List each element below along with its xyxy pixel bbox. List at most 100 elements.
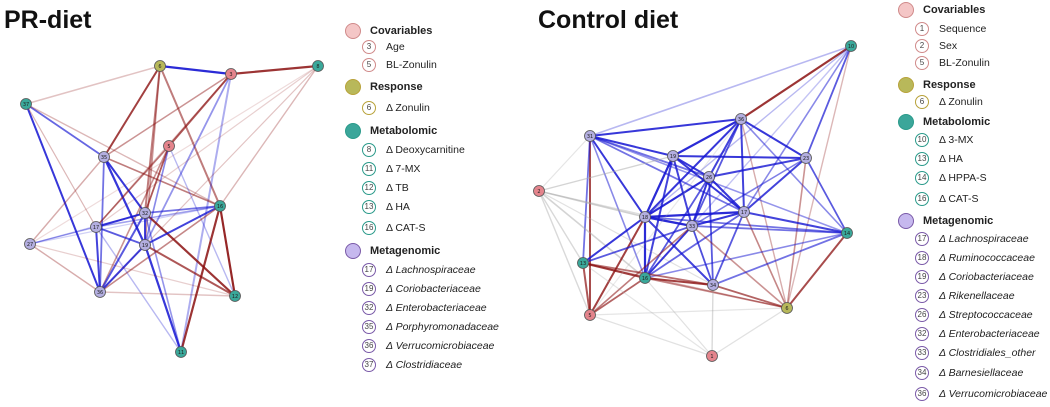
network-edge <box>740 118 788 309</box>
legend-item-number: 13 <box>915 152 929 166</box>
legend-item-label: Δ 3-MX <box>939 134 974 146</box>
network-edge <box>218 204 237 298</box>
network-node-19 <box>667 150 679 162</box>
network-node-16 <box>639 272 651 284</box>
network-edge <box>691 211 745 227</box>
network-edge <box>691 45 852 227</box>
network-edge <box>29 226 97 245</box>
network-edge <box>99 244 146 293</box>
legend-item-number: 19 <box>362 282 376 296</box>
legend-item-label: Δ Enterobacteriaceae <box>386 302 487 314</box>
network-edge <box>739 44 853 121</box>
network-edge <box>538 155 674 192</box>
network-edge <box>712 284 788 309</box>
network-edge <box>538 190 584 264</box>
left-panel-title: PR-diet <box>4 6 92 34</box>
legend-item-label: Δ Streptococcaceae <box>939 309 1033 321</box>
network-edge <box>743 157 807 213</box>
network-edge <box>144 145 170 214</box>
legend-item-number: 10 <box>915 133 929 147</box>
network-edge <box>589 135 646 218</box>
network-edge <box>538 135 591 192</box>
network-node-6 <box>154 60 166 72</box>
network-edge <box>672 155 807 159</box>
network-edge <box>589 45 852 137</box>
network-node-label: 33 <box>689 224 695 230</box>
network-node-8 <box>312 60 324 72</box>
network-edge <box>691 225 714 286</box>
legend-group-response: Response <box>898 77 976 93</box>
network-node-5 <box>584 309 596 321</box>
network-edge <box>95 226 182 353</box>
legend-item-label: Sex <box>939 40 958 52</box>
legend-item-number: 32 <box>362 301 376 315</box>
network-edge <box>143 211 237 298</box>
legend-group-swatch <box>898 77 914 93</box>
network-edge <box>691 118 742 227</box>
network-edge <box>95 226 146 246</box>
network-edge <box>644 45 852 218</box>
network-edge <box>219 65 319 207</box>
network-node-label: 23 <box>803 156 809 162</box>
legend-group-metagenomic: Metagenomic <box>898 213 993 229</box>
network-edge <box>168 145 236 297</box>
network-node-17 <box>90 221 102 233</box>
legend-item-label: Δ Rikenellaceae <box>939 290 1015 302</box>
network-edge <box>95 212 146 228</box>
network-edge <box>589 118 742 316</box>
network-edge <box>144 212 182 353</box>
network-edge <box>582 216 646 264</box>
network-node-label: 26 <box>706 175 712 181</box>
network-node-label: 3 <box>229 72 232 78</box>
network-edge <box>644 277 714 286</box>
legend-group-response: Response <box>345 79 423 95</box>
legend-item-number: 3 <box>362 40 376 54</box>
network-edge <box>25 103 101 293</box>
network-node-label: 31 <box>587 134 593 140</box>
legend-item: 3 Age <box>362 40 405 54</box>
legend-item-label: Δ Verrucomicrobiaceae <box>386 340 495 352</box>
network-node-3 <box>225 68 237 80</box>
network-node-label: 36 <box>97 290 103 296</box>
legend-item-number: 34 <box>915 366 929 380</box>
network-edge <box>29 65 319 245</box>
legend-group-swatch <box>898 114 914 130</box>
legend-item-label: Δ Deoxycarnitine <box>386 144 465 156</box>
legend-item-label: Δ Coriobacteriaceae <box>386 283 481 295</box>
network-node-18 <box>639 211 651 223</box>
network-edge <box>158 64 233 76</box>
network-node-14 <box>841 227 853 239</box>
network-node-10 <box>845 40 857 52</box>
network-edge <box>711 284 714 357</box>
network-node-6 <box>781 302 793 314</box>
network-edge <box>644 216 714 286</box>
network-node-11 <box>175 346 187 358</box>
network-edge <box>786 157 807 309</box>
network-edge <box>805 157 848 234</box>
legend-item-label: Δ Clostridiales_other <box>939 347 1036 359</box>
legend-item-label: Δ 7-MX <box>386 163 421 175</box>
legend-item-number: 33 <box>915 346 929 360</box>
legend-item-number: 13 <box>362 200 376 214</box>
legend-group-swatch <box>345 23 361 39</box>
network-edge <box>95 145 170 228</box>
network-edge <box>582 262 591 316</box>
network-edge <box>712 211 745 286</box>
legend-item-label: Δ Lachnospiraceae <box>386 264 476 276</box>
legend-item-label: Age <box>386 41 405 53</box>
network-edge <box>99 145 170 293</box>
network-node-label: 37 <box>23 102 29 108</box>
network-edge <box>589 118 742 137</box>
network-node-label: 6 <box>158 64 161 70</box>
network-node-label: 11 <box>178 350 184 356</box>
legend-group-swatch <box>898 2 914 18</box>
